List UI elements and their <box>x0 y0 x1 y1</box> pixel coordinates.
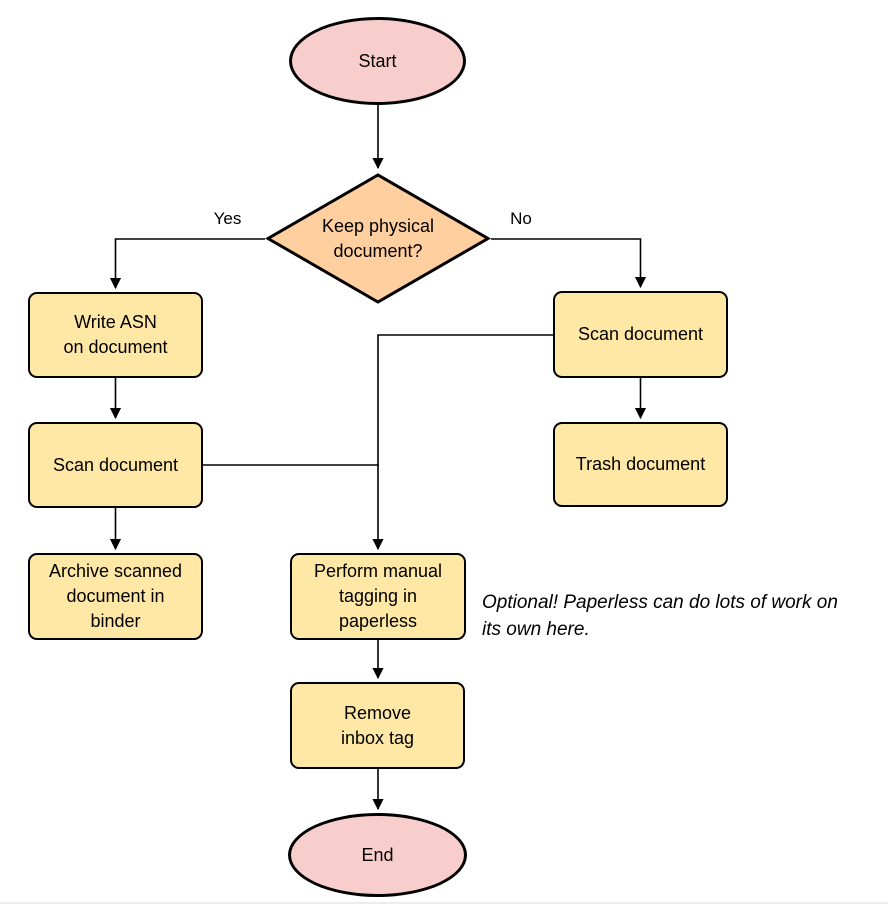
node-trash-label: Trash document <box>575 454 706 474</box>
edge-decision-no-to-scan-right <box>491 238 647 289</box>
node-remove-inbox-label: Remove inbox tag <box>340 702 415 748</box>
edge-label-no: No <box>510 209 532 228</box>
node-end-label: End <box>361 844 394 865</box>
edge-decision-yes-to-write-asn <box>109 238 265 290</box>
node-scan-document-left: Scan document <box>28 422 203 508</box>
optional-note: Optional! Paperless can do lots of work … <box>482 592 838 640</box>
node-decision-label: Keep physical document? <box>321 215 435 261</box>
node-remove-inbox-tag: Remove inbox tag <box>290 682 465 769</box>
node-perform-tagging: Perform manual tagging in paperless <box>290 553 466 640</box>
node-start-label: Start <box>358 50 397 71</box>
node-trash-document: Trash document <box>553 422 728 507</box>
node-archive-scanned: Archive scanned document in binder <box>28 553 203 640</box>
bottom-divider <box>0 902 888 904</box>
node-end: End <box>288 813 467 897</box>
node-write-asn-label: Write ASN on document <box>63 312 168 357</box>
node-scan-right-label: Scan document <box>577 324 704 344</box>
edge-label-yes: Yes <box>213 209 242 228</box>
diamond-shape <box>265 173 491 304</box>
node-decision-keep-physical: Keep physical document? <box>265 172 491 305</box>
node-archive-label: Archive scanned document in binder <box>48 561 183 631</box>
node-write-asn: Write ASN on document <box>28 292 203 378</box>
edge-scan-right-to-perform-tagging <box>372 334 553 551</box>
node-start: Start <box>289 17 466 105</box>
node-scan-document-right: Scan document <box>553 291 728 378</box>
node-perform-tagging-label: Perform manual tagging in paperless <box>313 561 443 631</box>
node-scan-left-label: Scan document <box>52 454 179 475</box>
